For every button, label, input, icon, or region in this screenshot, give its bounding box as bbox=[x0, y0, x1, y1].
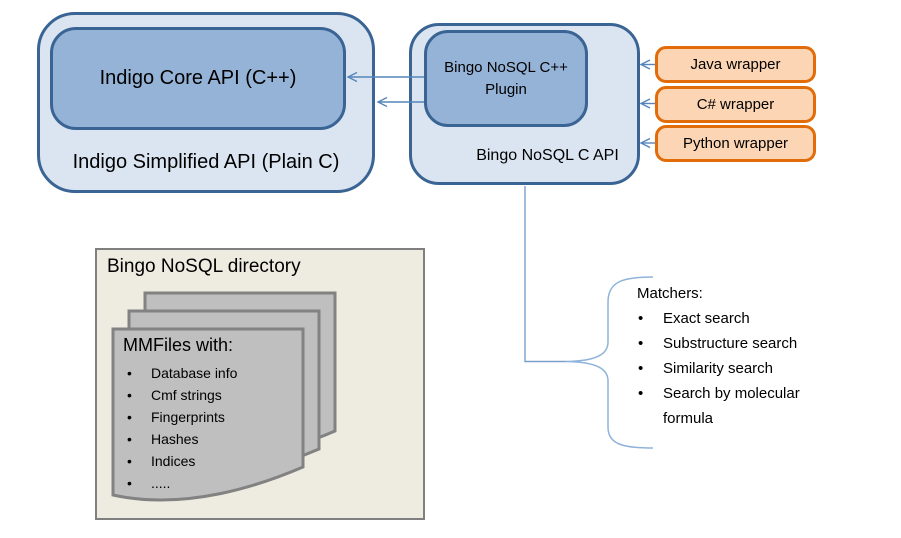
arrow-csharp-to-bingo bbox=[639, 98, 655, 109]
arrow-python-to-bingo bbox=[639, 137, 655, 149]
indigo-core-api-label: Indigo Core API (C++) bbox=[99, 67, 297, 89]
mmfiles-heading: MMFiles with: bbox=[123, 335, 234, 355]
mmfiles-list: Database info Cmf strings Fingerprints H… bbox=[123, 362, 295, 494]
mmfiles-item: Indices bbox=[123, 450, 295, 472]
mmfiles-item: Fingerprints bbox=[123, 406, 295, 428]
matchers-item: Substructure search bbox=[637, 331, 841, 356]
bingo-c-api-label: Bingo NoSQL C API bbox=[476, 147, 619, 164]
matchers-list: Exact search Substructure search Similar… bbox=[637, 306, 877, 431]
bingo-directory-title: Bingo NoSQL directory bbox=[107, 256, 301, 277]
mmfiles-item: Cmf strings bbox=[123, 384, 295, 406]
connector-bingo-to-matchers bbox=[524, 186, 566, 363]
mmfiles-content: MMFiles with: Database info Cmf strings … bbox=[123, 335, 295, 494]
python-wrapper-box: Python wrapper bbox=[655, 125, 816, 162]
bingo-plugin-box: Bingo NoSQL C++ Plugin bbox=[424, 30, 588, 127]
indigo-core-api-box: Indigo Core API (C++) bbox=[50, 27, 346, 130]
arrow-java-to-bingo bbox=[639, 59, 655, 70]
matchers-item: Search by molecular formula bbox=[637, 381, 841, 431]
mmfiles-item: Hashes bbox=[123, 428, 295, 450]
matchers-item: Similarity search bbox=[637, 356, 841, 381]
csharp-wrapper-label: C# wrapper bbox=[696, 96, 775, 113]
matchers-item: Exact search bbox=[637, 306, 841, 331]
indigo-simplified-api-label: Indigo Simplified API (Plain C) bbox=[72, 151, 340, 173]
matchers-block: Matchers: Exact search Substructure sear… bbox=[637, 281, 877, 431]
mmfiles-item: Database info bbox=[123, 362, 295, 384]
csharp-wrapper-box: C# wrapper bbox=[655, 86, 816, 123]
java-wrapper-box: Java wrapper bbox=[655, 46, 816, 83]
java-wrapper-label: Java wrapper bbox=[690, 56, 781, 73]
matchers-heading: Matchers: bbox=[637, 285, 703, 302]
mmfiles-item: ..... bbox=[123, 472, 295, 494]
bingo-plugin-label: Bingo NoSQL C++ Plugin bbox=[444, 58, 568, 98]
python-wrapper-label: Python wrapper bbox=[682, 135, 789, 152]
